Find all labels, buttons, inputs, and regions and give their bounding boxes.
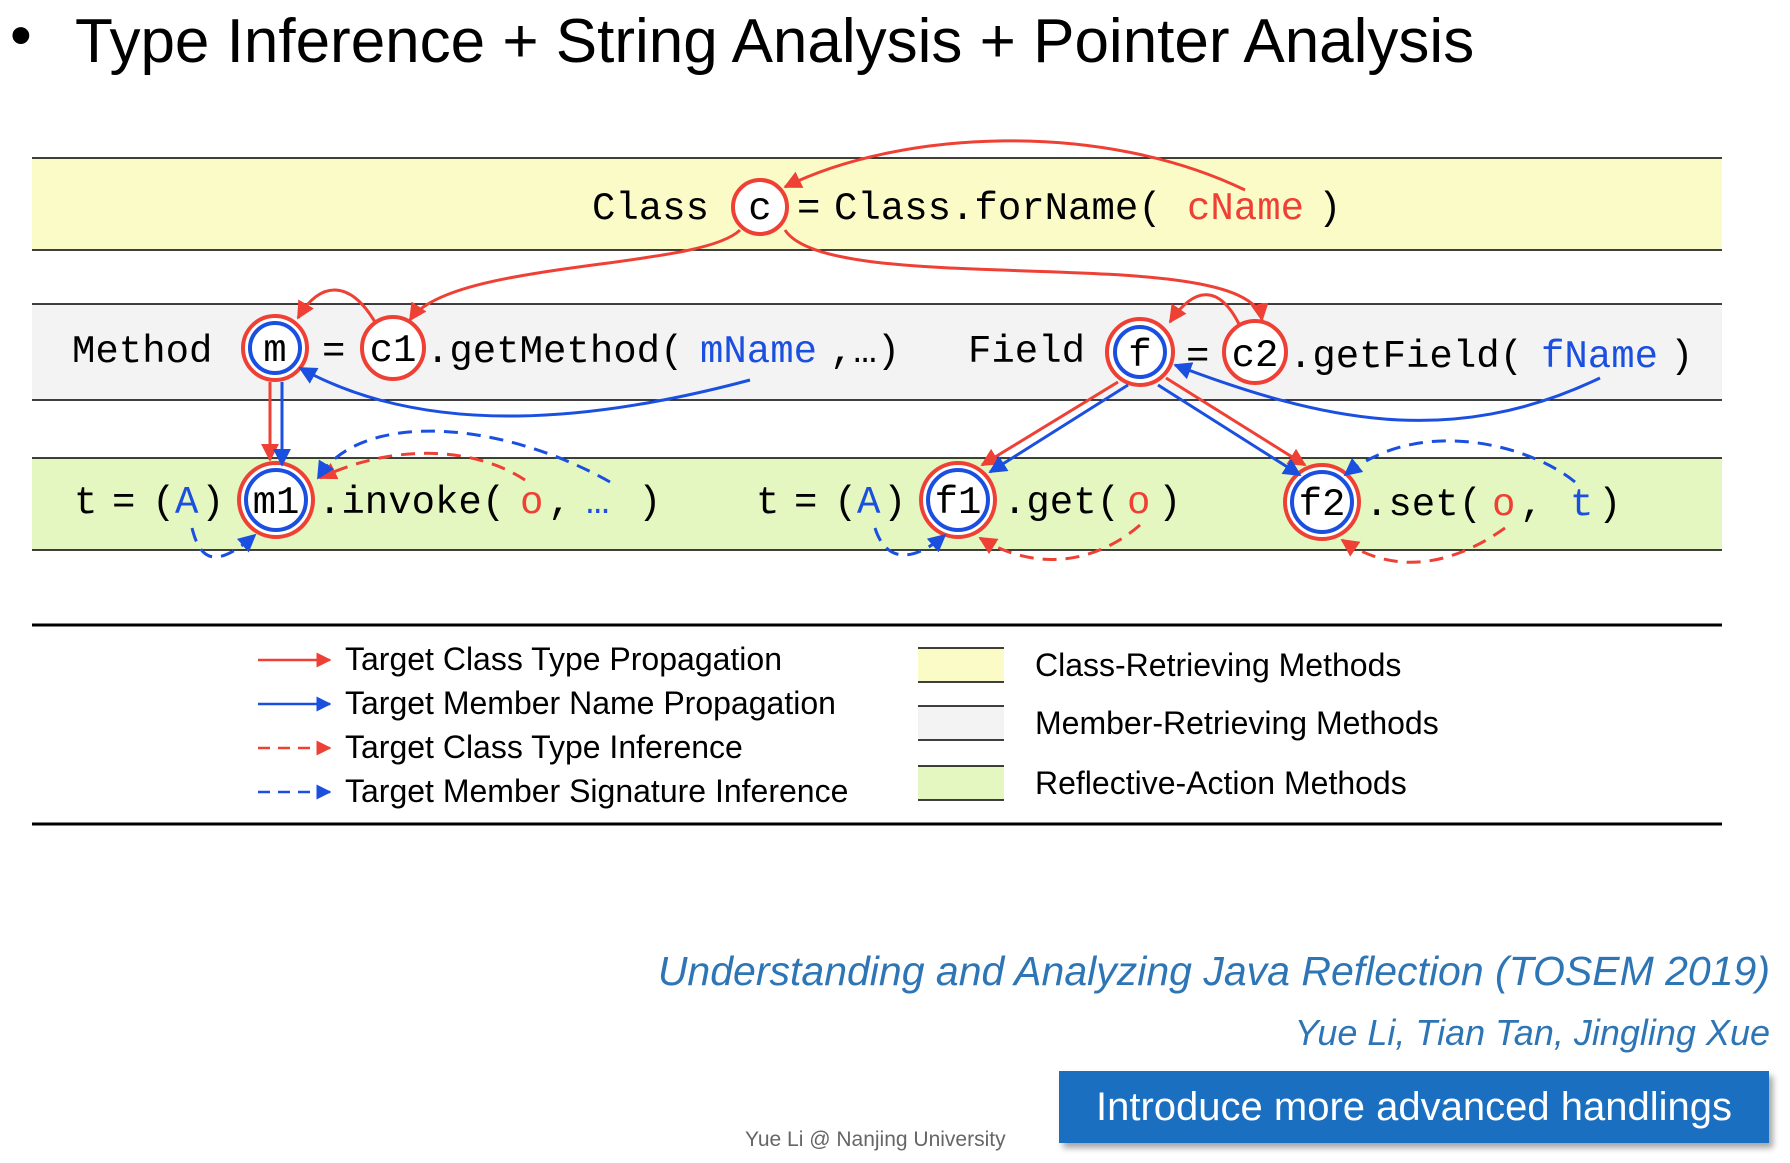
var-c: c bbox=[748, 187, 771, 231]
arrow-cname-to-c bbox=[783, 139, 1246, 192]
cast-close-1: ) bbox=[201, 481, 224, 525]
legend-class-retrieving: Class-Retrieving Methods bbox=[1035, 647, 1401, 683]
arg-cname: cName bbox=[1187, 187, 1304, 231]
close-set: ) bbox=[1598, 483, 1621, 527]
arrow-dots-to-m1-dashed bbox=[316, 429, 611, 484]
arrow-c-to-c2 bbox=[783, 229, 1269, 322]
equals-sign-m: = bbox=[322, 330, 345, 374]
node-c bbox=[731, 178, 789, 236]
arrow-f-to-f2-blue bbox=[1157, 383, 1302, 477]
cast-type-a-1: A bbox=[175, 481, 199, 525]
bullet-glyph: • bbox=[10, 1, 32, 70]
invoke-call: .invoke( bbox=[318, 481, 505, 525]
forname-call: Class.forName( bbox=[834, 187, 1162, 231]
var-m: m bbox=[263, 329, 286, 373]
arg-dots: … bbox=[586, 481, 609, 525]
legend-class-type-propagation: Target Class Type Propagation bbox=[345, 641, 782, 677]
arrow-o-to-f1-dashed bbox=[978, 523, 1141, 561]
member-name-propagation-arrows bbox=[273, 362, 1601, 477]
arrow-t-to-f2-dashed bbox=[1343, 439, 1576, 484]
var-m1: m1 bbox=[253, 481, 300, 525]
row-get-member: Method m = c1 .getMethod( mName ,…) Fiel… bbox=[72, 314, 1693, 387]
var-c1: c1 bbox=[370, 329, 417, 373]
legend-member-retrieving: Member-Retrieving Methods bbox=[1035, 705, 1439, 741]
node-c1 bbox=[360, 315, 426, 381]
class-retrieving-band bbox=[32, 158, 1722, 250]
getmethod-call: .getMethod( bbox=[426, 330, 683, 374]
class-type-inference-arrows bbox=[318, 451, 1506, 564]
arrow-c2-to-f bbox=[1168, 293, 1242, 327]
comma-set: , bbox=[1520, 483, 1543, 527]
arg-fname: fName bbox=[1541, 335, 1658, 379]
arrow-f-to-f1-blue bbox=[988, 383, 1129, 474]
arrow-f-to-f2-red bbox=[1165, 376, 1307, 467]
class-keyword: Class bbox=[592, 187, 709, 231]
legend-class-type-inference: Target Class Type Inference bbox=[345, 729, 743, 765]
arrow-o-to-m1-dashed bbox=[318, 451, 526, 482]
class-type-propagation-arrows bbox=[261, 139, 1307, 467]
legend-member-signature-inference: Target Member Signature Inference bbox=[345, 773, 848, 809]
getfield-close: ) bbox=[1670, 335, 1693, 379]
legend-action-band-swatch bbox=[918, 766, 1004, 800]
arg-o-set: o bbox=[1492, 483, 1515, 527]
arrow-c1-to-m bbox=[296, 288, 377, 323]
arrow-a-to-f1-dashed bbox=[873, 527, 947, 557]
cast-close-2: ) bbox=[883, 481, 906, 525]
arrow-o-to-f2-dashed bbox=[1340, 526, 1506, 564]
t-var-1: t bbox=[74, 481, 97, 525]
arg-o-get: o bbox=[1127, 481, 1150, 525]
band-borders bbox=[32, 157, 1722, 551]
getfield-call: .getField( bbox=[1289, 335, 1523, 379]
legend-member-name-propagation: Target Member Name Propagation bbox=[345, 685, 836, 721]
arrow-f-to-f1-red bbox=[980, 380, 1119, 467]
slide-footer: Yue Li @ Nanjing University bbox=[745, 1128, 1006, 1151]
node-f-inner bbox=[1113, 325, 1167, 379]
node-m1-inner bbox=[244, 468, 308, 532]
cast-open-1: ( bbox=[152, 481, 175, 525]
close-paren: ) bbox=[1318, 187, 1341, 231]
node-f2-inner bbox=[1290, 470, 1354, 534]
field-keyword: Field bbox=[968, 330, 1085, 374]
legend: Target Class Type Propagation Target Mem… bbox=[32, 623, 1722, 826]
arrow-fname-to-f bbox=[1173, 362, 1601, 422]
cast-open-2: ( bbox=[834, 481, 857, 525]
close-get: ) bbox=[1158, 481, 1181, 525]
member-retrieving-band bbox=[32, 304, 1722, 400]
var-f2: f2 bbox=[1299, 483, 1346, 527]
node-m-inner bbox=[248, 321, 302, 375]
equals-1: = bbox=[112, 481, 135, 525]
paper-authors: Yue Li, Tian Tan, Jingling Xue bbox=[1294, 1012, 1770, 1053]
var-c2: c2 bbox=[1232, 334, 1279, 378]
arrow-mname-to-m bbox=[298, 366, 751, 418]
cast-type-a-2: A bbox=[857, 481, 881, 525]
member-signature-inference-arrows bbox=[190, 429, 1576, 559]
legend-member-band-swatch bbox=[918, 706, 1004, 740]
slide-title: Type Inference + String Analysis + Point… bbox=[75, 7, 1475, 76]
comma-invoke: , bbox=[548, 481, 571, 525]
row-reflective-action: t = ( A ) m1 .invoke( o , … ) t = ( A ) … bbox=[74, 461, 1621, 541]
arrow-c-to-c1 bbox=[408, 228, 742, 322]
arg-o-invoke: o bbox=[520, 481, 543, 525]
arrow-a-to-m1-dashed bbox=[190, 527, 257, 559]
advanced-handlings-callout: Introduce more advanced handlings bbox=[1059, 1071, 1769, 1143]
t-var-2: t bbox=[756, 481, 779, 525]
row-class-forname: Class c = Class.forName( cName ) bbox=[592, 178, 1341, 236]
arg-mname: mName bbox=[700, 330, 817, 374]
paper-citation: Understanding and Analyzing Java Reflect… bbox=[657, 948, 1770, 994]
close-invoke: ) bbox=[638, 481, 661, 525]
node-f1-inner bbox=[926, 468, 990, 532]
equals-2: = bbox=[794, 481, 817, 525]
legend-class-band-swatch bbox=[918, 648, 1004, 682]
get-call: .get( bbox=[1003, 481, 1120, 525]
set-call: .set( bbox=[1365, 483, 1482, 527]
method-keyword: Method bbox=[72, 330, 212, 374]
legend-reflective-action: Reflective-Action Methods bbox=[1035, 765, 1407, 801]
getmethod-rest: ,…) bbox=[830, 330, 900, 374]
equals-sign: = bbox=[797, 187, 820, 231]
var-f: f bbox=[1128, 334, 1151, 378]
arg-t-set: t bbox=[1570, 483, 1593, 527]
var-f1: f1 bbox=[935, 481, 982, 525]
